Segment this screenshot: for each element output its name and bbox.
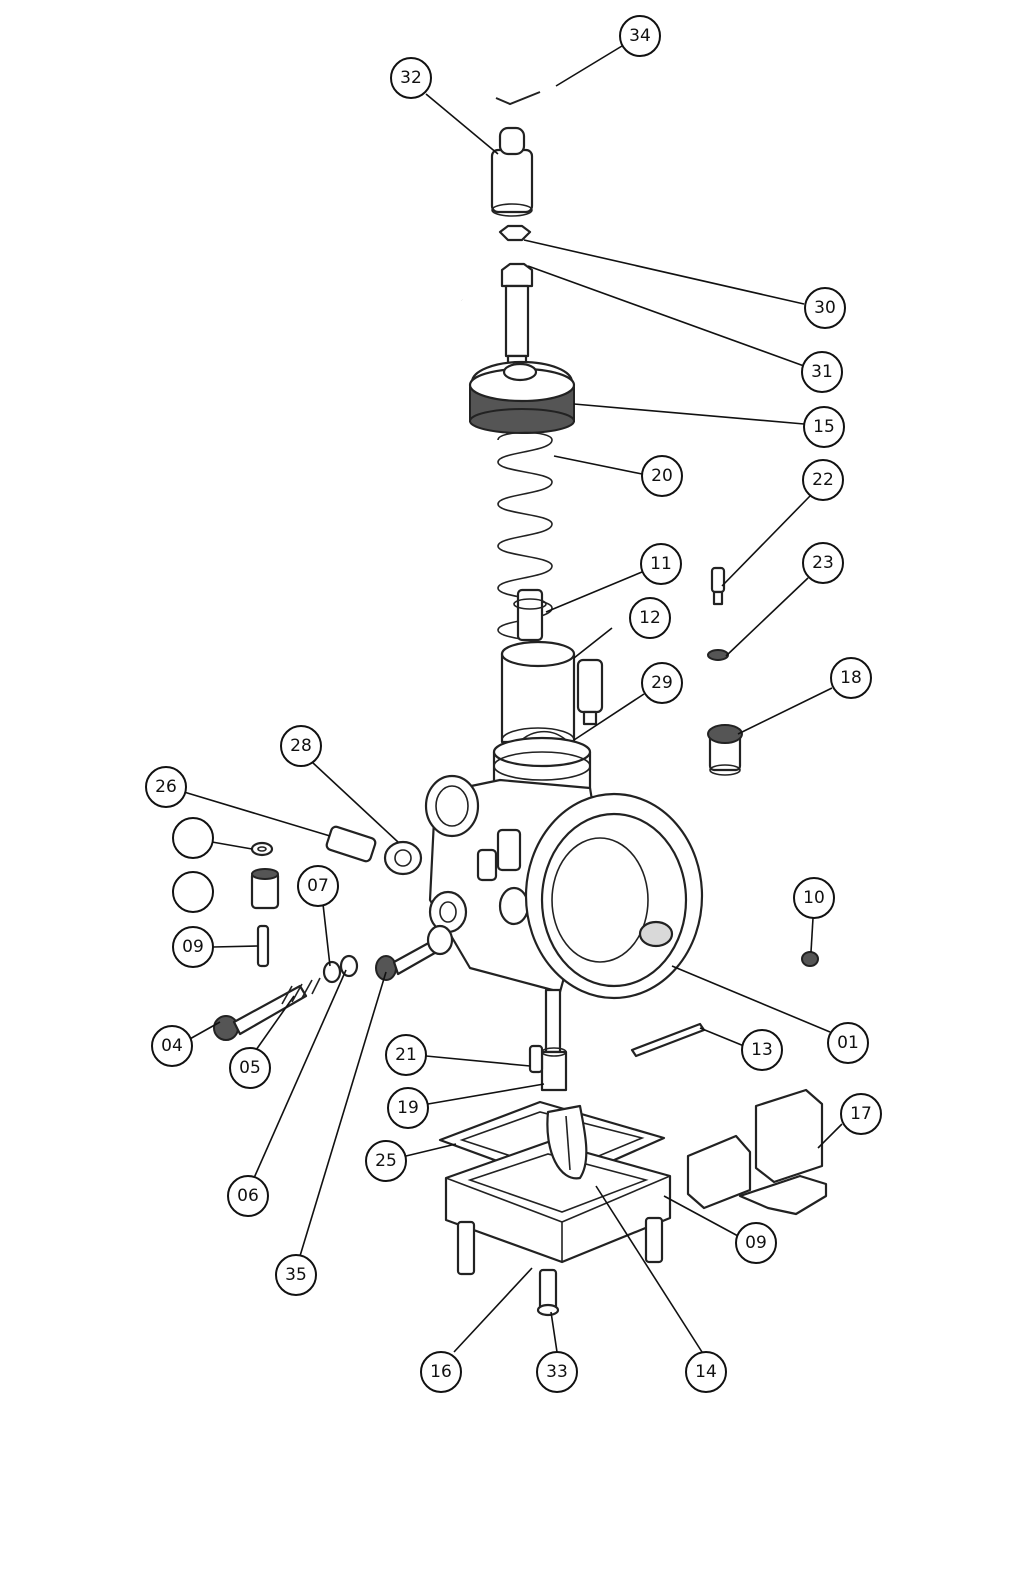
svg-text:13: 13 xyxy=(751,1040,773,1060)
part-05-spring xyxy=(281,977,321,1005)
callout-16: 16 xyxy=(420,1351,462,1393)
part-12-jet-holder xyxy=(576,658,604,726)
svg-text:01: 01 xyxy=(837,1033,859,1053)
svg-text:29: 29 xyxy=(651,673,673,693)
svg-text:25: 25 xyxy=(375,1151,397,1171)
svg-text:32: 32 xyxy=(400,68,422,88)
part-small-washer xyxy=(250,841,274,857)
part-33-screw xyxy=(536,1268,560,1317)
callout-28: 28 xyxy=(280,725,322,767)
callout-21: 21 xyxy=(385,1034,427,1076)
svg-text:16: 16 xyxy=(430,1362,452,1382)
part-28-washer xyxy=(383,840,423,876)
callout-09-left: 09 xyxy=(172,926,214,968)
part-15-top-cap xyxy=(468,360,576,434)
callout-blank-2 xyxy=(172,871,214,913)
callout-29: 29 xyxy=(641,662,683,704)
svg-text:30: 30 xyxy=(814,298,836,318)
svg-text:19: 19 xyxy=(397,1098,419,1118)
part-06-oring xyxy=(339,954,359,978)
part-19-needle-valve xyxy=(540,988,568,1092)
part-10-nut xyxy=(801,951,819,967)
callout-32: 32 xyxy=(390,57,432,99)
svg-text:09: 09 xyxy=(182,937,204,957)
svg-text:20: 20 xyxy=(651,466,673,486)
leader-lines xyxy=(183,45,843,1353)
callout-26: 26 xyxy=(145,766,187,808)
svg-text:12: 12 xyxy=(639,608,661,628)
callout-15: 15 xyxy=(803,406,845,448)
callout-12: 12 xyxy=(629,597,671,639)
callout-07: 07 xyxy=(297,865,339,907)
svg-text:21: 21 xyxy=(395,1045,417,1065)
svg-text:18: 18 xyxy=(840,668,862,688)
part-22-screw xyxy=(710,566,726,606)
callout-14: 14 xyxy=(685,1351,727,1393)
part-18-cap xyxy=(707,724,743,776)
callout-13: 13 xyxy=(741,1029,783,1071)
svg-text:26: 26 xyxy=(155,777,177,797)
svg-text:17: 17 xyxy=(850,1104,872,1124)
callout-10: 10 xyxy=(793,877,835,919)
callout-09-right: 09 xyxy=(735,1222,777,1264)
part-26-jet xyxy=(325,825,377,863)
part-32-cap xyxy=(490,126,534,217)
svg-text:34: 34 xyxy=(629,26,651,46)
part-17-choke-lever xyxy=(686,1088,828,1216)
callout-18: 18 xyxy=(830,657,872,699)
svg-text:22: 22 xyxy=(812,470,834,490)
callout-11: 11 xyxy=(640,543,682,585)
svg-text:05: 05 xyxy=(239,1058,261,1078)
callout-23: 23 xyxy=(802,542,844,584)
svg-text:31: 31 xyxy=(811,362,833,382)
callout-34: 34 xyxy=(619,15,661,57)
svg-text:04: 04 xyxy=(161,1036,183,1056)
svg-text:23: 23 xyxy=(812,553,834,573)
part-35-screw xyxy=(375,924,454,981)
part-11-needle xyxy=(513,588,547,642)
svg-text:06: 06 xyxy=(237,1186,259,1206)
svg-text:14: 14 xyxy=(695,1362,717,1382)
callout-33: 33 xyxy=(536,1351,578,1393)
callout-blank-1 xyxy=(172,817,214,859)
callout-17: 17 xyxy=(840,1093,882,1135)
callout-31: 31 xyxy=(801,351,843,393)
callout-05: 05 xyxy=(229,1047,271,1089)
callout-01: 01 xyxy=(827,1022,869,1064)
svg-text:35: 35 xyxy=(285,1265,307,1285)
part-01-body xyxy=(424,736,704,1000)
part-31-adjuster xyxy=(500,262,534,380)
part-34-choke-bracket xyxy=(443,87,592,302)
part-small-jet xyxy=(250,868,280,910)
svg-text:11: 11 xyxy=(650,554,672,574)
part-21-pin xyxy=(528,1044,544,1074)
part-30-nut xyxy=(498,224,532,242)
callout-30: 30 xyxy=(804,287,846,329)
part-16-float-bowl xyxy=(444,1140,672,1276)
svg-text:09: 09 xyxy=(745,1233,767,1253)
svg-text:07: 07 xyxy=(307,876,329,896)
part-23-clip xyxy=(707,649,729,661)
callout-04: 04 xyxy=(151,1025,193,1067)
callout-19: 19 xyxy=(387,1087,429,1129)
part-14-float xyxy=(546,1104,588,1180)
part-29-slide xyxy=(500,640,576,753)
svg-text:15: 15 xyxy=(813,417,835,437)
callout-20: 20 xyxy=(641,455,683,497)
callout-06: 06 xyxy=(227,1175,269,1217)
svg-text:10: 10 xyxy=(803,888,825,908)
svg-text:33: 33 xyxy=(546,1362,568,1382)
part-07-washer xyxy=(322,960,342,984)
callout-25: 25 xyxy=(365,1140,407,1182)
callout-35: 35 xyxy=(275,1254,317,1296)
part-09-pin xyxy=(256,924,270,968)
callout-22: 22 xyxy=(802,459,844,501)
svg-text:28: 28 xyxy=(290,736,312,756)
part-04-screw xyxy=(213,984,308,1041)
part-13-rod xyxy=(630,1022,706,1058)
